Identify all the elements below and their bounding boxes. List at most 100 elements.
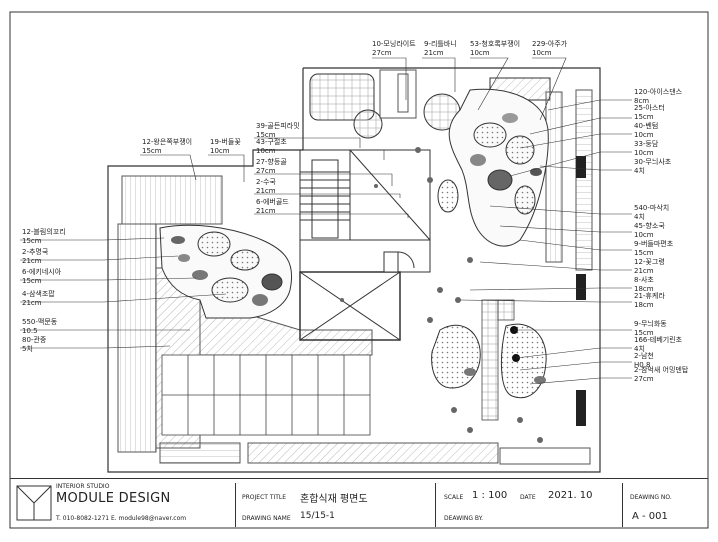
plant-label-name: 9-무늬화동: [634, 320, 667, 328]
plant-label-size: 21cm: [22, 257, 42, 265]
plant-label-size: 4치: [634, 213, 645, 221]
bottom-planter-right: [499, 447, 591, 465]
plant-label-size: 15cm: [22, 277, 42, 285]
left-deck-side: [117, 223, 157, 453]
plant-label-size: 15cm: [142, 147, 162, 155]
company-contact: T. 010-8082-1271 E. module98@naver.com: [56, 515, 187, 522]
plant-label-size: 8cm: [634, 97, 650, 105]
plant-label-name: 19-버들꽃: [210, 138, 241, 146]
plant-label-name: 4-삼색조팝: [22, 290, 55, 298]
plant-label-name: 21-휴케라: [634, 292, 665, 300]
left-planting-bed: [159, 224, 293, 319]
project-title-label: PROJECT TITLE: [242, 494, 287, 501]
scale-value: 1 : 100: [472, 490, 508, 501]
date-label: DATE: [520, 494, 536, 501]
plant-label-size: 10cm: [634, 149, 654, 157]
lower-right-bed: [431, 323, 547, 399]
plant-label-name: 8-사초: [634, 276, 654, 284]
plant-label-size: 10cm: [532, 49, 552, 57]
plant-label-name: 550-맥문동: [22, 318, 58, 326]
drawing-name: 15/15-1: [300, 511, 335, 521]
drawing-no-label: DEAWING NO.: [630, 494, 672, 501]
title-block-logo: [16, 485, 52, 521]
plant-label-name: 166-테베기린초: [634, 336, 683, 344]
plant-label-name: 53-청호록부쟁이: [470, 40, 521, 48]
plant-label-size: 10cm: [470, 49, 490, 57]
plant-label-size: 15cm: [634, 249, 654, 257]
plant-label-size: 27cm: [634, 375, 654, 383]
plant-label-name: 12-꽃그령: [634, 258, 665, 266]
plant-label-size: 10cm: [634, 131, 654, 139]
plant-label-size: 4치: [634, 167, 645, 175]
bottom-planter-mid: [247, 442, 499, 464]
plant-label-size: 21cm: [256, 207, 276, 215]
plant-label-size: 10.5: [22, 327, 38, 335]
leader-lines: [20, 57, 632, 385]
bottom-planter-left: [159, 442, 241, 464]
upper-right-bed: [437, 88, 549, 247]
stepping-stones: [481, 299, 515, 421]
plant-label-name: 6-에버골드: [256, 198, 289, 206]
parking-slots: [161, 354, 371, 436]
project-title: 혼합식재 평면도: [300, 494, 368, 505]
building-core: [299, 149, 431, 341]
right-marker-2: [576, 274, 586, 300]
scattered-plants: [340, 147, 543, 443]
plant-label-name: 39-골든피라밋: [256, 122, 300, 130]
plant-label-name: 2-남천: [634, 352, 654, 360]
drawn-by-label: DEAWING BY.: [444, 515, 484, 522]
plant-label-name: 27-향등골: [256, 158, 287, 166]
right-fence: [575, 89, 593, 271]
drawing-no: A - 001: [632, 511, 668, 522]
plant-label-size: 10cm: [210, 147, 230, 155]
plant-label-name: 43-구절초: [256, 138, 287, 146]
studio-label: INTERIOR STUDIO: [56, 483, 110, 490]
company-name: MODULE DESIGN: [56, 491, 171, 506]
plant-label-size: 15cm: [634, 113, 654, 121]
plant-label-name: 9-버들마편초: [634, 240, 674, 248]
plant-label-size: 27cm: [372, 49, 392, 57]
sheet-border: [9, 11, 709, 529]
plant-label-size: 10cm: [256, 147, 276, 155]
right-deck: [545, 91, 563, 263]
plant-label-name: 33-둥담: [634, 140, 659, 148]
plant-label-name: 40-벤텀: [634, 122, 659, 130]
plant-label-size: H0.8: [634, 361, 651, 369]
plant-label-name: 12-블림의꼬리: [22, 228, 66, 236]
plant-label-name: 2-수국: [256, 178, 276, 186]
plant-label-size: 4치: [634, 345, 645, 353]
title-block: INTERIOR STUDIO MODULE DESIGN T. 010-808…: [10, 478, 708, 529]
left-deck-top: [121, 175, 223, 225]
plant-label-name: 80-관중: [22, 336, 47, 344]
date-value: 2021. 10: [548, 490, 593, 501]
plant-label-size: 21cm: [634, 267, 654, 275]
plant-label-size: 15cm: [634, 329, 654, 337]
plant-label-name: 12-왕은쪽부쟁이: [142, 138, 193, 146]
plant-label-size: 10cm: [634, 231, 654, 239]
scale-label: SCALE: [444, 494, 464, 501]
